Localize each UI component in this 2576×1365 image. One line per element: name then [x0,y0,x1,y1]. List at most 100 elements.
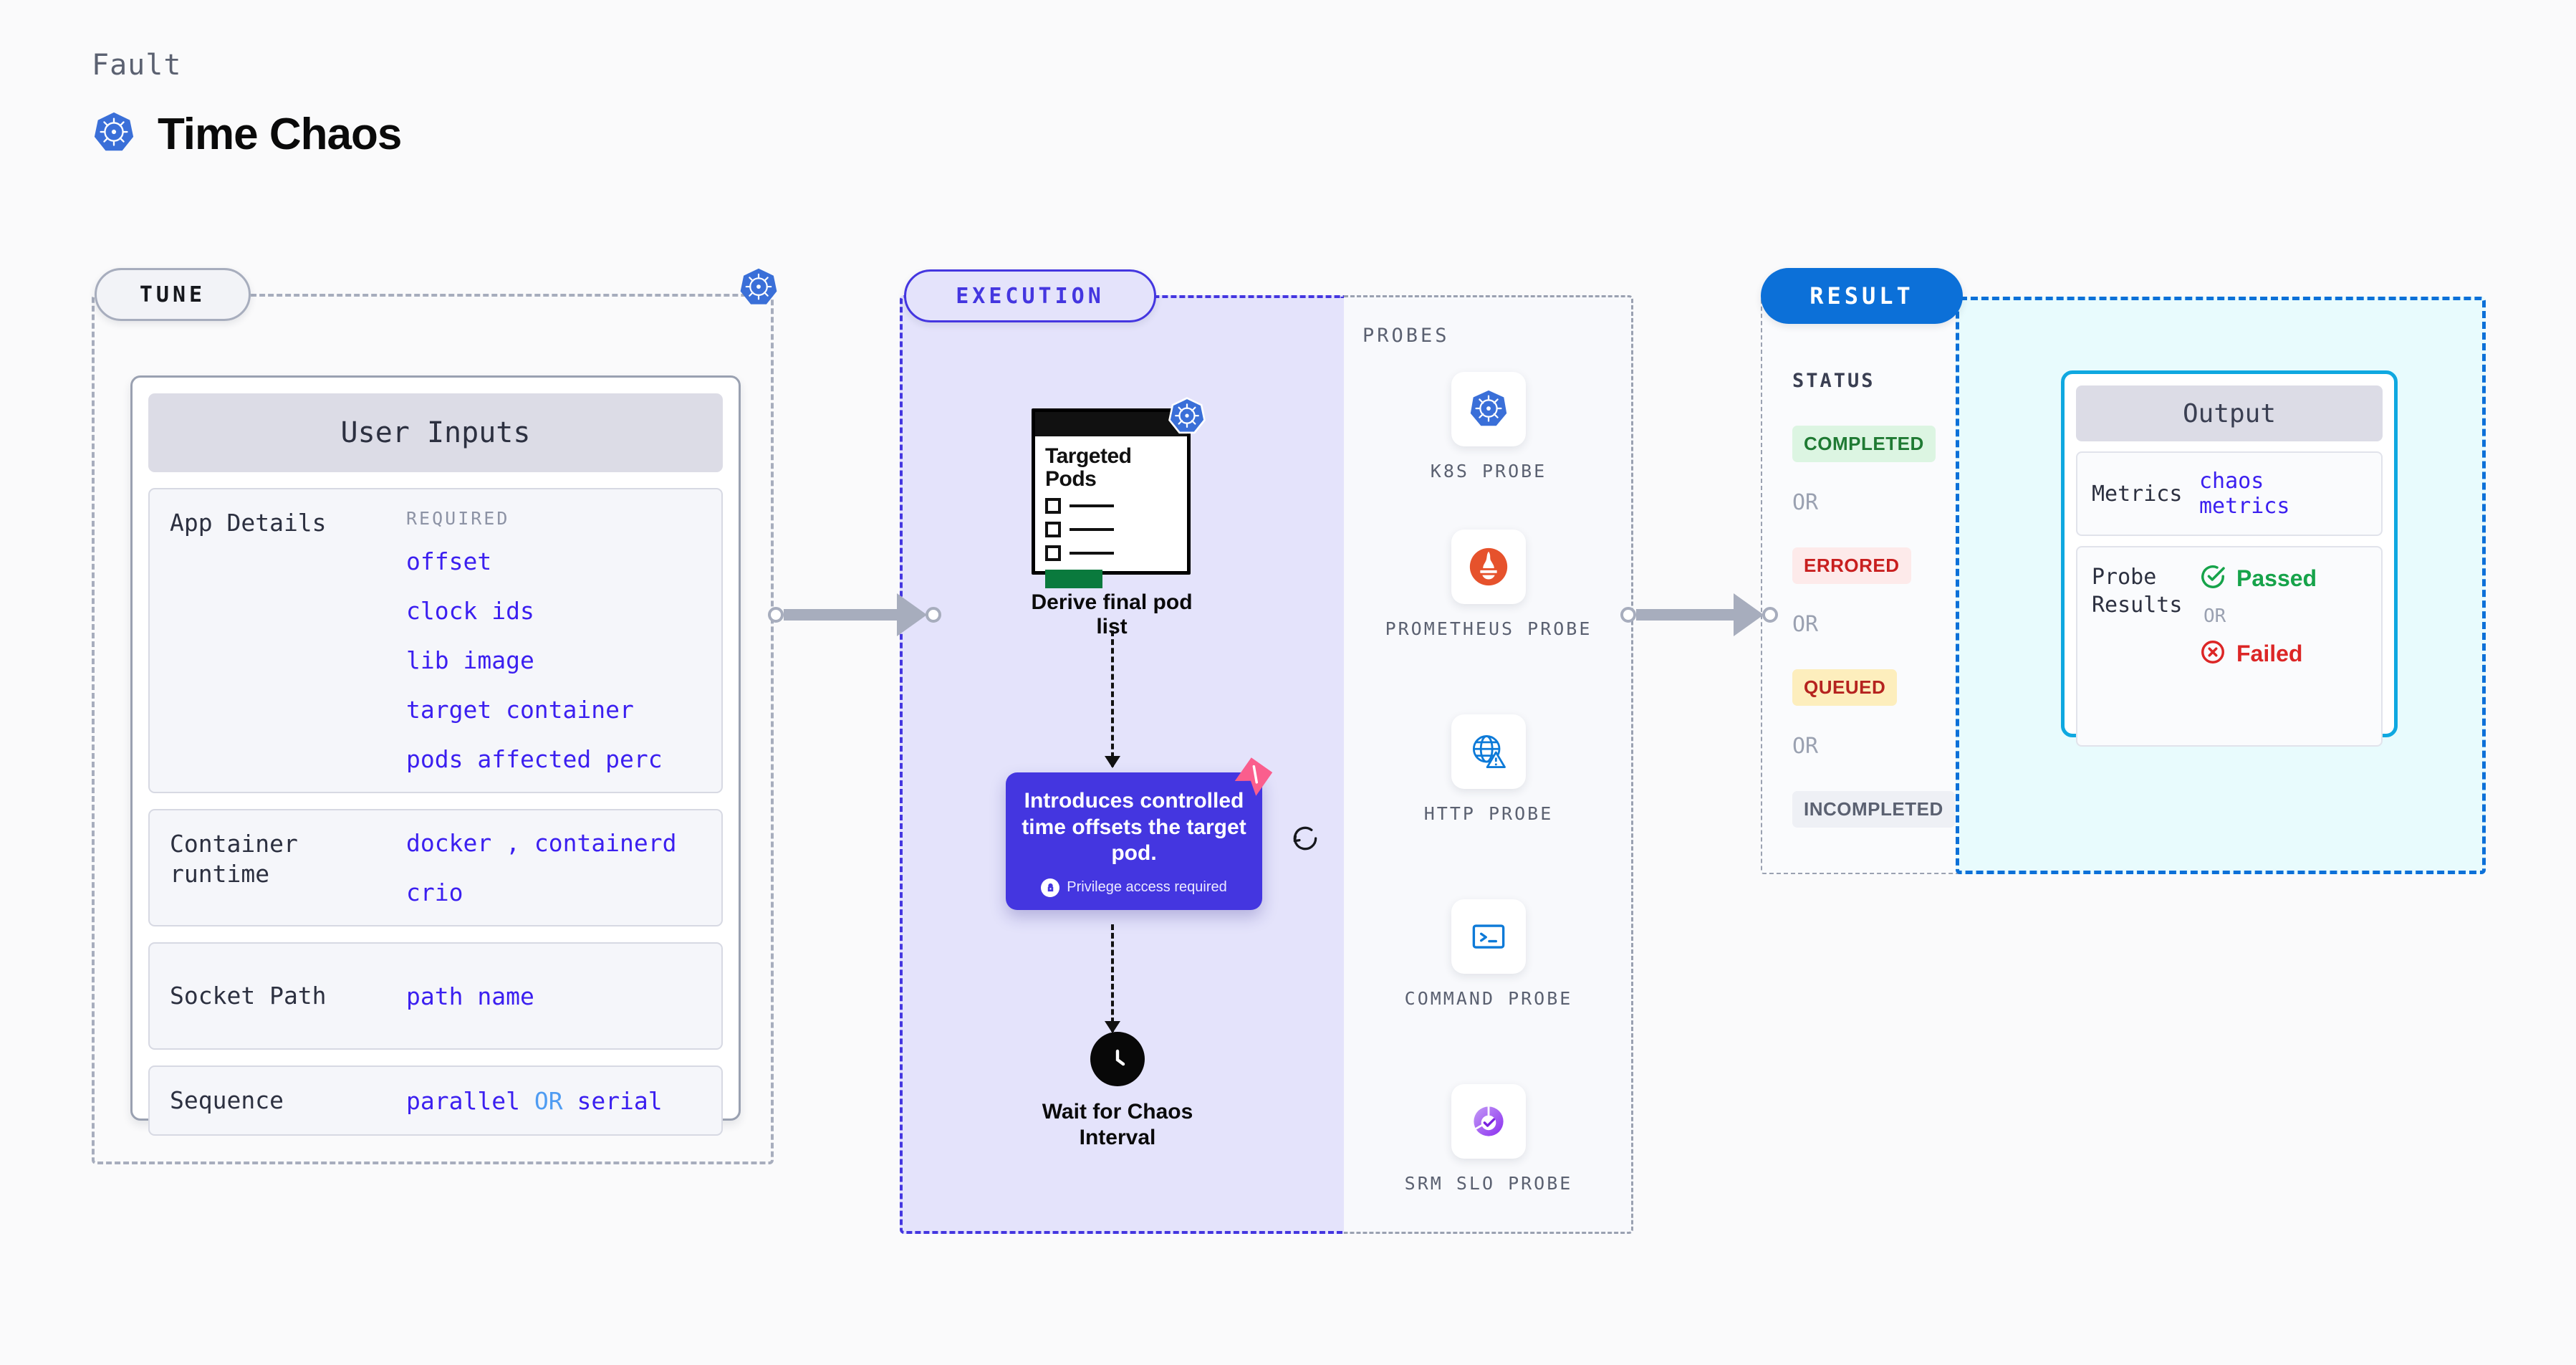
arrow-head [1105,1021,1120,1033]
globe-warning-icon [1451,714,1526,789]
check-circle-icon [2199,563,2226,594]
fault-description-tooltip: Introduces controlled time offsets the t… [1006,757,1273,910]
row-values: docker , containerd crio [406,829,701,906]
card-titlebar [1035,412,1187,436]
checkbox-icon [1045,545,1061,561]
targeted-pods-node: Targeted Pods Derive final pod list [1031,397,1206,639]
probes-panel: PROBES K8S PROBE [1344,295,1633,1234]
tune-stage-pill[interactable]: TUNE [95,268,251,321]
arrow-head [1105,756,1120,768]
probe-label: K8S PROBE [1430,461,1547,482]
input-row-app-details[interactable]: App Details REQUIRED offset clock ids li… [148,488,723,793]
probe-k8s[interactable]: K8S PROBE [1344,372,1633,484]
line-placeholder [1070,504,1114,507]
execution-stage-pill[interactable]: EXECUTION [904,269,1156,322]
status-badge-completed: COMPLETED [1792,426,1936,462]
row-label: Sequence [170,1086,284,1114]
probe-http[interactable]: HTTP PROBE [1344,714,1633,826]
page-title: Time Chaos [158,110,402,159]
row-label: Socket Path [170,981,327,1010]
kubernetes-icon [738,267,779,312]
line-placeholder [1070,552,1114,555]
targeted-pods-card: Targeted Pods [1032,397,1206,588]
probe-results-values: Passed OR Failed [2199,563,2317,729]
row-values: path name [406,982,701,1010]
row-values: parallel OR serial [406,1087,701,1115]
clock-icon [1090,1032,1145,1086]
probe-prometheus[interactable]: PROMETHEUS PROBE [1344,530,1633,641]
targeted-pods-title: Targeted Pods [1045,444,1132,491]
result-output-panel: Output Metrics chaos metrics Probe Resul… [1956,297,2486,874]
result-stage-pill[interactable]: RESULT [1761,268,1963,324]
probe-result-passed: Passed [2199,563,2317,594]
connector-arrowhead [897,593,927,636]
failed-label: Failed [2236,641,2303,666]
kubernetes-icon [1167,396,1207,440]
prometheus-icon [1451,530,1526,604]
connector-dot [926,607,941,623]
value-serial: serial [577,1086,663,1115]
status-or-1: OR [1792,490,1819,515]
tooltip-text: Introduces controlled time offsets the t… [1022,789,1246,866]
probe-label: COMMAND PROBE [1404,988,1573,1009]
connector-tune-to-execution [768,593,941,636]
tune-panel: User Inputs App Details REQUIRED offset … [92,294,774,1164]
checkbox-icon [1045,522,1061,537]
connector-arrowhead [1734,593,1764,636]
wait-chaos-caption: Wait for Chaos Interval [1042,1100,1193,1149]
checkbox-icon [1045,498,1061,514]
lock-icon [1041,878,1060,897]
connector-dot [1620,607,1636,623]
value-clock-ids: clock ids [406,597,534,625]
input-row-container-runtime[interactable]: Container runtime docker , containerd cr… [148,809,723,926]
output-row-probe-results[interactable]: Probe Results Passed OR [2076,546,2383,747]
value-pods-affected-perc: pods affected perc [406,745,663,773]
status-or-3: OR [1792,734,1819,759]
input-row-sequence[interactable]: Sequence parallel OR serial [148,1065,723,1136]
output-row-metrics[interactable]: Metrics chaos metrics [2076,451,2383,536]
value-runtime-line1: docker , containerd [406,829,701,857]
status-title: STATUS [1792,370,1875,392]
probe-label: PROMETHEUS PROBE [1385,618,1592,639]
value-separator: , [506,829,520,857]
result-status-panel: STATUS COMPLETED OR ERRORED OR QUEUED OR… [1761,297,1963,874]
value-sequence: parallel OR serial [406,1087,701,1115]
connector-execution-to-result [1620,593,1778,636]
title-row: Time Chaos [92,109,402,160]
value-parallel: parallel [406,1086,520,1115]
privilege-note-text: Privilege access required [1067,879,1227,896]
kubernetes-icon [1451,372,1526,446]
value-offset: offset [406,547,492,575]
connector-dot [768,607,784,623]
connector-line [1636,609,1735,621]
value-or: OR [534,1086,563,1115]
privilege-note: Privilege access required [1020,878,1248,897]
progress-bar [1045,570,1102,588]
line-placeholder [1070,528,1114,531]
status-or-2: OR [1792,612,1819,637]
input-row-socket-path[interactable]: Socket Path path name [148,942,723,1050]
required-tag: REQUIRED [406,508,510,529]
probe-label: HTTP PROBE [1423,803,1554,824]
refresh-icon[interactable] [1289,823,1321,858]
probe-label: SRM SLO PROBE [1404,1173,1573,1194]
status-badge-queued: QUEUED [1792,669,1898,706]
ribbon-icon [1234,757,1274,797]
status-badge-incompleted: INCOMPLETED [1792,791,1955,828]
output-value-chaos-metrics: chaos metrics [2199,469,2290,519]
value-target-container: target container [406,696,634,724]
list-item [1045,498,1177,514]
connector-dot [1762,607,1778,623]
status-badge-errored: ERRORED [1792,547,1911,584]
fault-kicker: Fault [92,49,182,82]
value-lib-image: lib image [406,646,534,674]
probe-result-failed: Failed [2199,638,2317,669]
probe-command[interactable]: COMMAND PROBE [1344,899,1633,1011]
probe-srm-slo[interactable]: SRM SLO PROBE [1344,1084,1633,1196]
kubernetes-icon [92,110,136,158]
flow-arrow-tooltip-to-clock [1105,924,1120,1033]
x-circle-icon [2199,638,2226,669]
derive-pod-list-caption: Derive final pod list [1031,590,1193,638]
value-containerd: containerd [534,829,677,857]
output-card: Output Metrics chaos metrics Probe Resul… [2061,370,2398,747]
